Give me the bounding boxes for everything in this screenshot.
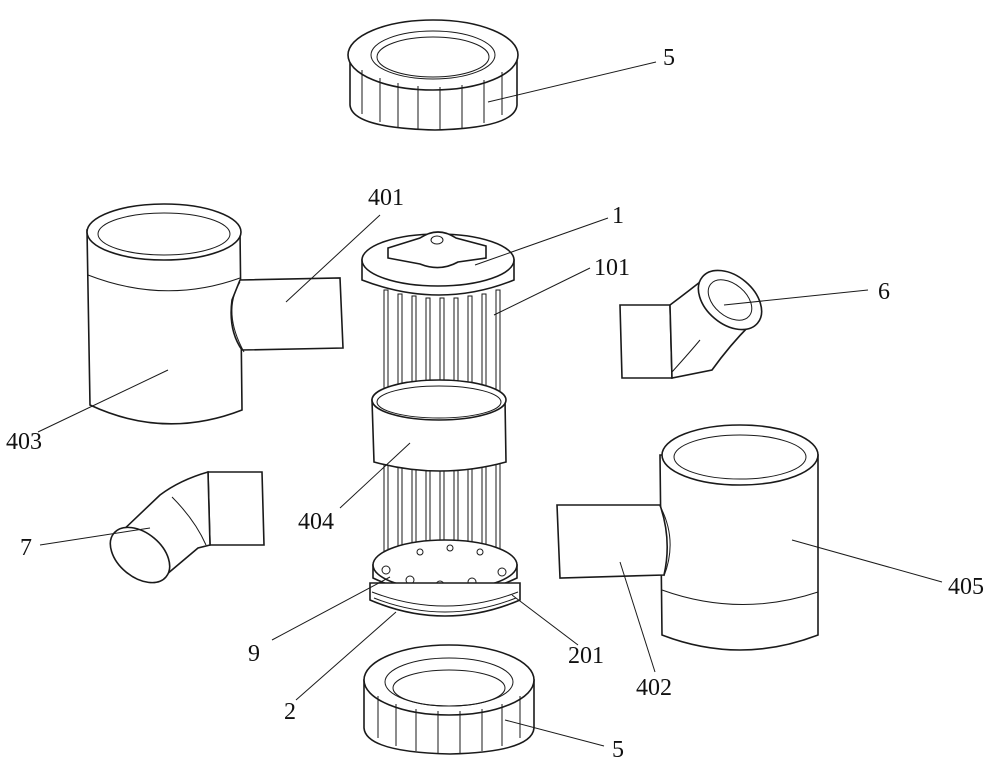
label-base: 2 — [284, 699, 296, 725]
label-elbow-left: 7 — [20, 535, 32, 561]
leader-lines — [37, 61, 943, 747]
label-tee-right-branch: 402 — [636, 675, 672, 701]
label-elbow-right: 6 — [878, 279, 890, 305]
filter-cartridge — [361, 231, 521, 617]
label-rods: 101 — [594, 255, 630, 281]
left-tee-fitting — [86, 203, 344, 425]
label-middle-ring: 404 — [298, 509, 334, 535]
left-elbow-fitting — [109, 470, 265, 584]
bottom-union-nut — [363, 644, 535, 755]
label-tee-left-body: 403 — [6, 429, 42, 455]
right-tee-fitting — [556, 424, 819, 651]
label-cap: 1 — [612, 203, 624, 229]
label-base-plate: 9 — [248, 641, 260, 667]
label-bottom-nut: 5 — [612, 737, 624, 763]
label-top-nut: 5 — [663, 45, 675, 71]
top-union-nut — [347, 19, 519, 131]
label-tee-right-body: 405 — [948, 574, 984, 600]
label-seal-ring: 201 — [568, 643, 604, 669]
right-elbow-fitting — [619, 269, 763, 379]
label-tee-left-branch: 401 — [368, 185, 404, 211]
